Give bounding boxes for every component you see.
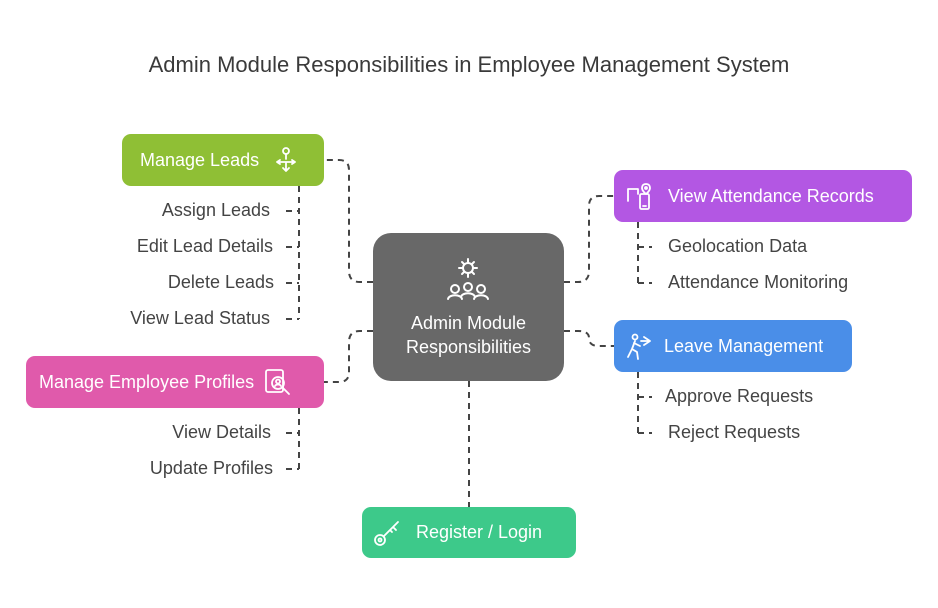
diagram-title: Admin Module Responsibilities in Employe… [148, 52, 790, 77]
key-icon [372, 518, 402, 548]
attendance-label: View Attendance Records [668, 185, 874, 206]
attendance-item-geolocation: Geolocation Data [668, 236, 808, 256]
manage-profiles-node: Manage Employee Profiles [26, 356, 324, 408]
center-node: Admin Module Responsibilities [373, 233, 564, 381]
center-label: Admin Module Responsibilities [405, 313, 532, 357]
leave-label: Leave Management [664, 335, 824, 356]
register-label: Register / Login [416, 522, 543, 542]
manage-leads-node: Manage Leads [122, 134, 324, 186]
attendance-item-monitoring: Attendance Monitoring [668, 272, 849, 292]
lead-item-edit: Edit Lead Details [136, 236, 273, 256]
manage-leads-label: Manage Leads [140, 149, 260, 170]
person-leaving-icon [624, 331, 654, 361]
lead-item-assign: Assign Leads [161, 200, 270, 220]
lead-item-status: View Lead Status [130, 308, 270, 328]
profile-search-icon [262, 367, 292, 397]
leave-node: Leave Management [614, 320, 852, 372]
leave-item-reject: Reject Requests [668, 422, 801, 442]
location-phone-icon [624, 181, 654, 211]
lead-item-delete: Delete Leads [167, 272, 274, 292]
gear-with-people-icon [443, 255, 493, 303]
profile-item-update: Update Profiles [149, 458, 273, 478]
attendance-node: View Attendance Records [614, 170, 912, 222]
hierarchy-arrows-icon [271, 145, 301, 175]
profile-item-view: View Details [172, 422, 271, 442]
register-node: Register / Login [362, 507, 576, 558]
leave-item-approve: Approve Requests [665, 386, 814, 406]
manage-profiles-label: Manage Employee Profiles [39, 371, 255, 392]
